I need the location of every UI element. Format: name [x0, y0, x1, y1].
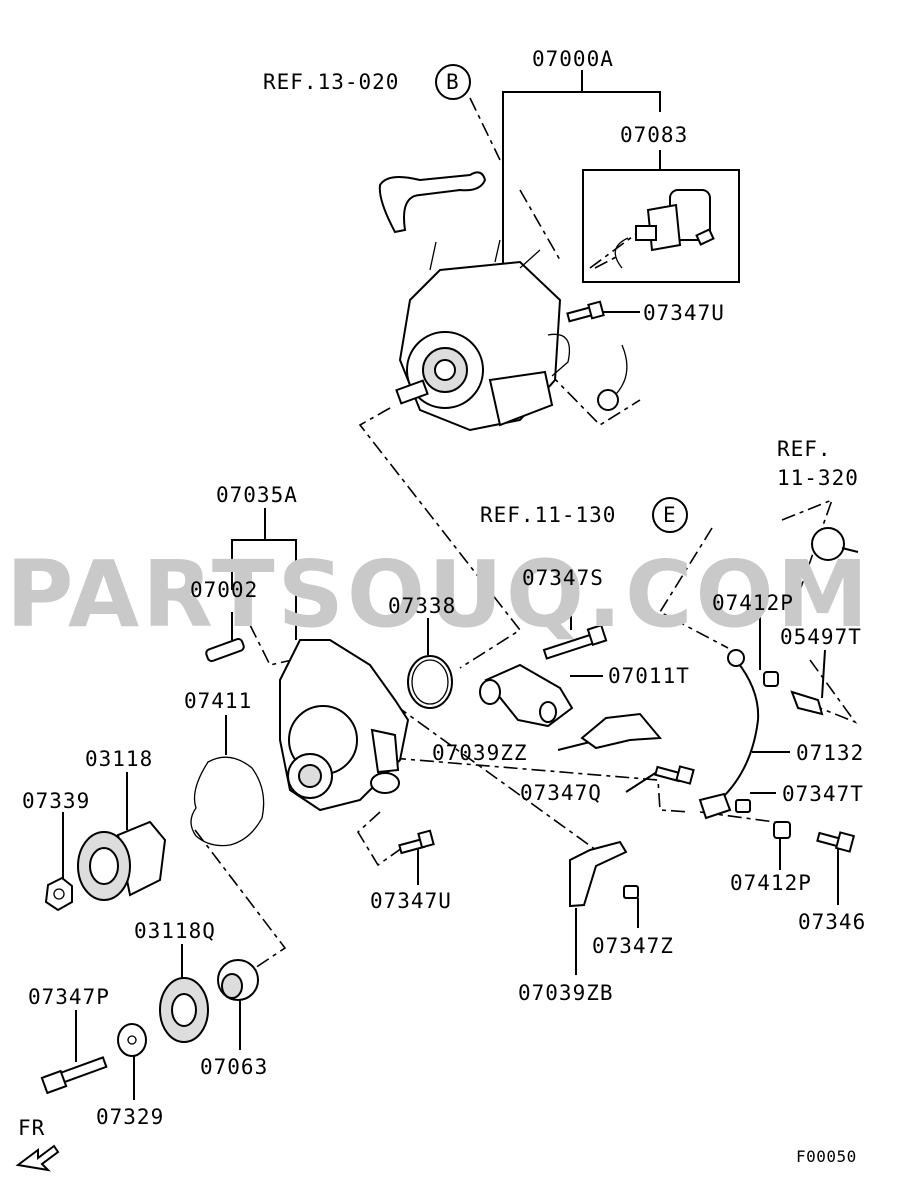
ref-b-label[interactable]: REF.13-020 [263, 70, 399, 94]
bolt-07347Z [623, 885, 639, 899]
label-03118Q[interactable]: 03118Q [134, 919, 216, 943]
label-07347U-top[interactable]: 07347U [643, 301, 725, 325]
label-07347Z[interactable]: 07347Z [592, 934, 674, 958]
bolt-07347S [542, 623, 608, 660]
pump-bracket-housing [279, 639, 410, 812]
o-ring [407, 655, 453, 709]
bolt-07347T [735, 799, 751, 813]
label-07347Q[interactable]: 07347Q [520, 781, 602, 805]
label-07039ZZ[interactable]: 07039ZZ [432, 741, 528, 765]
ref-e-letter[interactable]: E [663, 503, 677, 527]
label-07329[interactable]: 07329 [96, 1105, 164, 1129]
phantom-lines [194, 97, 858, 969]
figure-code: F00050 [796, 1147, 857, 1166]
label-07011T[interactable]: 07011T [608, 664, 690, 688]
bolt-07347U-bottom [398, 829, 435, 855]
label-07347S[interactable]: 07347S [522, 566, 604, 590]
clip-07412P-bottom [773, 821, 791, 839]
label-07347T[interactable]: 07347T [782, 782, 864, 806]
label-07000A[interactable]: 07000A [532, 47, 614, 71]
label-07411[interactable]: 07411 [184, 689, 252, 713]
label-07347U-bottom[interactable]: 07347U [370, 889, 452, 913]
injection-pump-assembly [378, 171, 628, 432]
bushing [217, 959, 259, 1001]
label-05497T[interactable]: 05497T [780, 625, 862, 649]
bracket-07039ZZ [580, 712, 663, 750]
watermark: PARTSOUQ.COM [6, 541, 871, 648]
suction-control-valve [589, 189, 715, 269]
label-07035A[interactable]: 07035A [216, 483, 298, 507]
ref-11-320-line1[interactable]: REF. [777, 437, 832, 461]
label-07346[interactable]: 07346 [798, 910, 866, 934]
pipe-07132 [698, 649, 760, 820]
label-07338[interactable]: 07338 [388, 594, 456, 618]
bracket-07011T [479, 663, 574, 728]
bracket-07039ZB [569, 840, 628, 908]
bolt-07347P [40, 1056, 108, 1095]
bolt-07347Q [654, 765, 695, 785]
label-07347P[interactable]: 07347P [28, 985, 110, 1009]
sender-unit [811, 527, 859, 561]
label-07132[interactable]: 07132 [796, 741, 864, 765]
ref-b-letter[interactable]: B [446, 70, 460, 94]
gasket [190, 756, 265, 847]
fr-arrow-icon [15, 1144, 60, 1172]
clip-07412P-top [763, 671, 779, 687]
label-03118[interactable]: 03118 [85, 747, 153, 771]
front-direction-indicator: FR [15, 1116, 60, 1172]
sensor-05497T [790, 690, 824, 716]
washer [117, 1023, 147, 1057]
leader-lines [62, 70, 839, 1100]
label-07339[interactable]: 07339 [22, 789, 90, 813]
part-labels: REF.13-020 B 07000A 07083 07347U REF. 11… [22, 47, 866, 1129]
bolt-07347U-top [566, 300, 605, 323]
bolt-07346 [816, 831, 856, 853]
label-07083[interactable]: 07083 [620, 123, 688, 147]
nut [44, 876, 73, 912]
label-07412P-top[interactable]: 07412P [712, 591, 794, 615]
gear-03118 [77, 820, 167, 901]
dowel-pin [205, 637, 245, 663]
ref-11-320-line2[interactable]: 11-320 [777, 466, 859, 490]
gear-03118Q [159, 977, 209, 1043]
fr-label: FR [18, 1116, 45, 1140]
label-07002[interactable]: 07002 [190, 578, 258, 602]
label-07039ZB[interactable]: 07039ZB [518, 981, 614, 1005]
ref-e-label[interactable]: REF.11-130 [480, 503, 616, 527]
ref-b-circle [435, 64, 471, 100]
label-07412P-bottom[interactable]: 07412P [730, 871, 812, 895]
ref-e-circle [652, 497, 688, 533]
label-07063[interactable]: 07063 [200, 1055, 268, 1079]
